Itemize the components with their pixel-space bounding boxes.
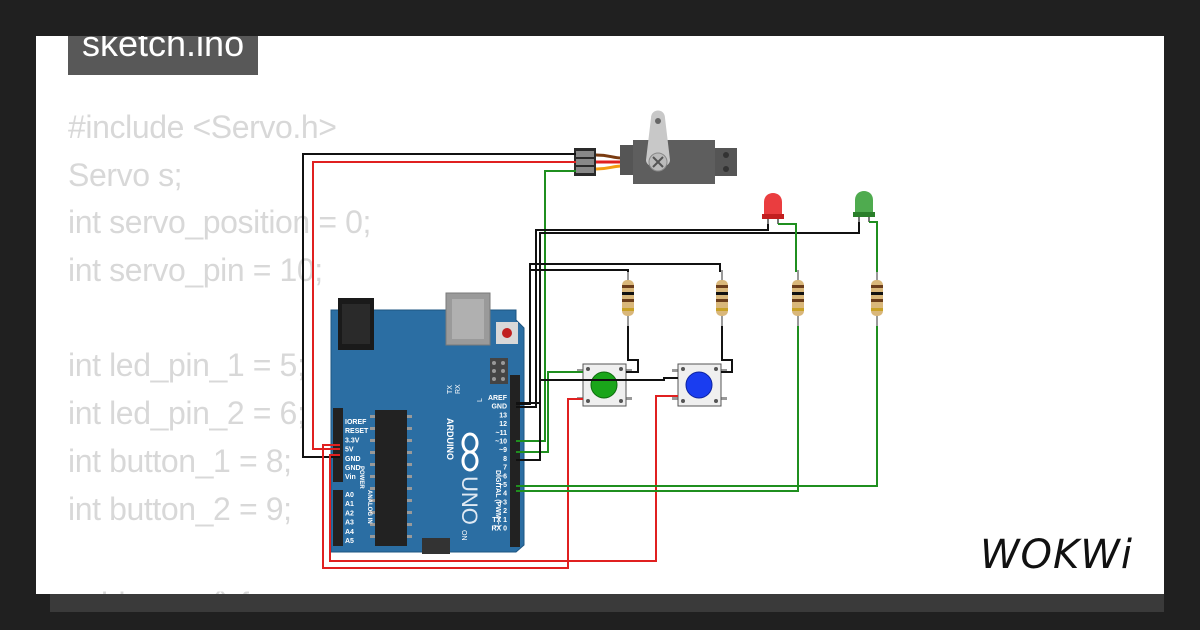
brand-label: ARDUINO xyxy=(445,418,455,460)
pin-label: RESET xyxy=(345,428,369,435)
pin-label: 4 xyxy=(503,491,507,498)
on-label: ON xyxy=(460,530,467,541)
wire-res4-pin5[interactable] xyxy=(516,326,878,487)
wire-led-green-gnd[interactable] xyxy=(516,222,860,404)
led-green[interactable] xyxy=(853,191,875,222)
digital-label: DIGITAL (PWM ~) xyxy=(494,470,501,527)
arduino-uno-board[interactable]: ARDUINO UNO ON TX RX L DIGITAL (PWM ~) P… xyxy=(330,292,525,554)
rx-label: RX xyxy=(455,384,462,394)
wire-led-red-gnd[interactable] xyxy=(516,224,769,408)
wire-gnd-bus-1[interactable] xyxy=(516,263,721,405)
pin-label: A0 xyxy=(345,492,354,499)
pin-label: 3.3V xyxy=(345,437,360,444)
code-line: int servo_position = 0; xyxy=(68,204,371,241)
wire-led-red-resistor[interactable] xyxy=(778,223,797,272)
resistor-4[interactable] xyxy=(871,270,883,326)
resistor-2[interactable] xyxy=(716,270,728,326)
resistor-3[interactable] xyxy=(792,270,804,326)
analog-header[interactable] xyxy=(333,490,343,546)
file-tab[interactable]: sketch.ino xyxy=(68,36,259,75)
pin-label: 8 xyxy=(503,456,507,463)
wire-res2-button[interactable] xyxy=(721,326,733,373)
servo-motor[interactable] xyxy=(574,110,737,185)
tx-label: TX xyxy=(447,385,454,394)
pin-label: ~6 xyxy=(499,473,507,480)
pin-label: 13 xyxy=(499,412,507,419)
code-line: int button_2 = 9; xyxy=(68,490,292,527)
wire-servo-vcc[interactable] xyxy=(312,161,576,450)
l-label: L xyxy=(477,398,484,402)
pin-label: 2 xyxy=(503,508,507,515)
pin-label: GND xyxy=(345,465,361,472)
wire-button2-5v[interactable] xyxy=(329,395,678,562)
code-line: Servo s; xyxy=(68,156,183,193)
wire-button1-5v[interactable] xyxy=(322,398,583,569)
pin-label: ~3 xyxy=(499,499,507,506)
wire-res1-button[interactable] xyxy=(626,326,639,373)
wire-gnd-bus-2[interactable] xyxy=(530,269,629,272)
led-red[interactable] xyxy=(762,193,784,224)
circuit-diagram: ARDUINO UNO ON TX RX L DIGITAL (PWM ~) P… xyxy=(302,110,883,569)
atmega-chip xyxy=(375,410,407,546)
analog-label: ANALOG IN xyxy=(366,490,372,524)
pin-label: A1 xyxy=(345,501,354,508)
pin-label: A3 xyxy=(345,520,354,527)
wire-button1-pin8[interactable] xyxy=(516,371,583,453)
pin-label: A5 xyxy=(345,538,354,545)
pin-label: IOREF xyxy=(345,419,367,426)
resistor-1[interactable] xyxy=(622,270,634,326)
pin-label: RX 0 xyxy=(491,526,507,533)
pin-label: GND xyxy=(491,404,507,411)
code-line: void setup() { xyxy=(68,581,371,594)
pin-label: ~5 xyxy=(499,482,507,489)
digital-header[interactable] xyxy=(510,375,520,547)
servo-horn[interactable] xyxy=(646,110,670,168)
model-label: UNO xyxy=(457,476,482,525)
wire-res3-pin6[interactable] xyxy=(516,326,799,492)
pushbutton-blue[interactable] xyxy=(672,363,727,407)
svg-text:WOKWi: WOKWi xyxy=(980,532,1133,578)
pin-label: TX 1 xyxy=(492,517,507,524)
code-line: #include <Servo.h> xyxy=(68,109,337,145)
wire-servo-signal[interactable] xyxy=(516,170,576,442)
pin-label: 12 xyxy=(499,421,507,428)
wire-servo-gnd[interactable] xyxy=(302,153,576,458)
wokwi-logo: WOKWi xyxy=(980,532,1133,578)
pin-label: 5V xyxy=(345,447,354,454)
card-shadow xyxy=(50,594,1164,612)
arduino-logo xyxy=(461,432,479,472)
pin-label: Vin xyxy=(345,474,356,481)
code-listing: #include <Servo.h> Servo s; int servo_posi… xyxy=(68,104,371,594)
preview-card: #include <Servo.h> Servo s; int servo_posi… xyxy=(36,36,1164,594)
wire-led-green-resistor[interactable] xyxy=(869,221,878,272)
pin-label: ~10 xyxy=(495,439,507,446)
code-line: int led_pin_1 = 5; xyxy=(68,347,306,384)
pin-label: ~9 xyxy=(499,447,507,454)
code-line: int servo_pin = 10; xyxy=(68,252,323,289)
code-line: int led_pin_2 = 6; xyxy=(68,395,306,432)
power-label: POWER xyxy=(358,466,364,489)
pin-label: AREF xyxy=(488,395,508,402)
pushbutton-green[interactable] xyxy=(577,363,632,407)
pin-label: A4 xyxy=(345,529,354,536)
code-line: int button_1 = 8; xyxy=(68,442,292,479)
pin-label: 7 xyxy=(503,465,507,472)
pin-label: GND xyxy=(345,456,361,463)
power-pin-labels: IOREF RESET 3.3V 5V GND GND Vin xyxy=(345,419,369,481)
pin-label: A2 xyxy=(345,510,354,517)
wire-button2-pin9[interactable] xyxy=(516,377,678,461)
pin-label: ~11 xyxy=(496,430,508,437)
